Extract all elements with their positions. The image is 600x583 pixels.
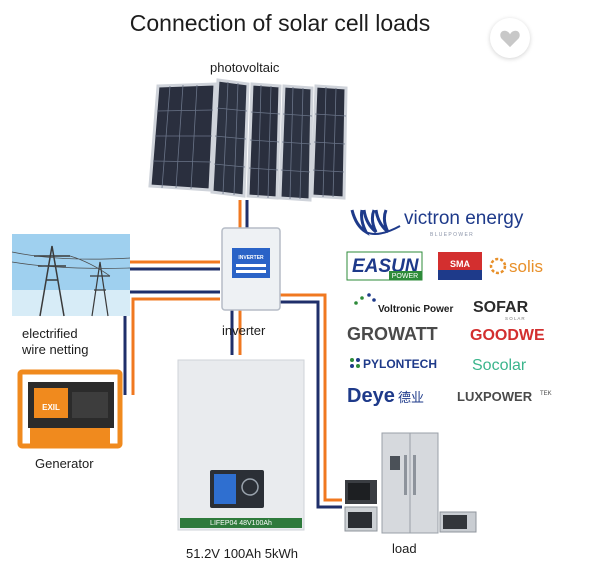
luxpower-tm: TEK [540, 391, 552, 397]
sofar-logo: SOFAR S O L A R [473, 299, 529, 321]
socolar-logo: Socolar [472, 357, 527, 374]
pylontech-logo: PYLONTECH [350, 357, 437, 371]
page-title: Connection of solar cell loads [129, 10, 431, 36]
wires [123, 200, 342, 509]
victron-logo: victron energy B L U E P O W E R [350, 208, 524, 238]
solar-panel [210, 78, 250, 198]
growatt-text: GROWATT [347, 324, 438, 344]
easun-logo: EASUN POWER [346, 251, 423, 281]
label-battery: 51.2V 100Ah 5kWh [186, 546, 299, 561]
easun-subtext: POWER [392, 273, 418, 280]
victron-text: victron energy [404, 208, 524, 229]
label-inverter: inverter [222, 323, 266, 338]
label-grid-line2: wire netting [22, 342, 89, 357]
voltronic-text: Voltronic Power [378, 304, 453, 315]
brand-logos: victron energy B L U E P O W E R EASUN P… [346, 208, 552, 407]
heart-icon [500, 30, 520, 48]
sofar-subtext: S O L A R [505, 316, 525, 321]
load-appliances [344, 432, 477, 534]
goodwe-text: GOODWE [470, 327, 545, 344]
solar-panel [278, 84, 314, 202]
deye-text: Deye [347, 385, 395, 407]
luxpower-text: LUXPOWER [457, 389, 533, 404]
deye-logo: Deye 德业 [347, 385, 424, 407]
luxpower-logo: LUXPOWER TEK [457, 389, 552, 404]
generator-plate: EXIL [42, 403, 60, 412]
sma-logo: SMA [438, 252, 482, 280]
label-grid-line1: electrified [22, 326, 78, 341]
small-microwave [439, 511, 477, 533]
growatt-logo: GROWATT [347, 324, 438, 344]
voltronic-logo: Voltronic Power [354, 293, 453, 315]
solar-panel [148, 82, 217, 192]
solar-panels [148, 78, 348, 202]
label-photovoltaic: photovoltaic [210, 60, 280, 75]
power-grid-image [11, 234, 131, 317]
solar-panel [246, 82, 282, 200]
microwave [344, 480, 378, 532]
battery-unit: LIFEP04 48V100Ah [177, 359, 305, 531]
inverter-box: INVERTER [221, 227, 281, 311]
solis-text: solis [509, 257, 543, 276]
favorite-button[interactable] [490, 18, 530, 58]
socolar-text: Socolar [472, 357, 527, 374]
refrigerator [381, 432, 439, 534]
deye-cn-text: 德业 [398, 390, 424, 405]
goodwe-logo: GOODWE [470, 327, 545, 344]
sma-text: SMA [450, 259, 471, 269]
inverter-plate: INVERTER [238, 255, 264, 261]
label-generator: Generator [35, 456, 94, 471]
sofar-text: SOFAR [473, 299, 529, 316]
victron-subtext: B L U E P O W E R [430, 232, 473, 238]
label-load: load [392, 541, 417, 556]
solar-panel [310, 84, 348, 200]
generator-image: EXIL [17, 369, 123, 449]
solis-logo: solis [489, 257, 543, 276]
pylontech-text: PYLONTECH [363, 357, 437, 371]
battery-plate: LIFEP04 48V100Ah [210, 520, 272, 527]
